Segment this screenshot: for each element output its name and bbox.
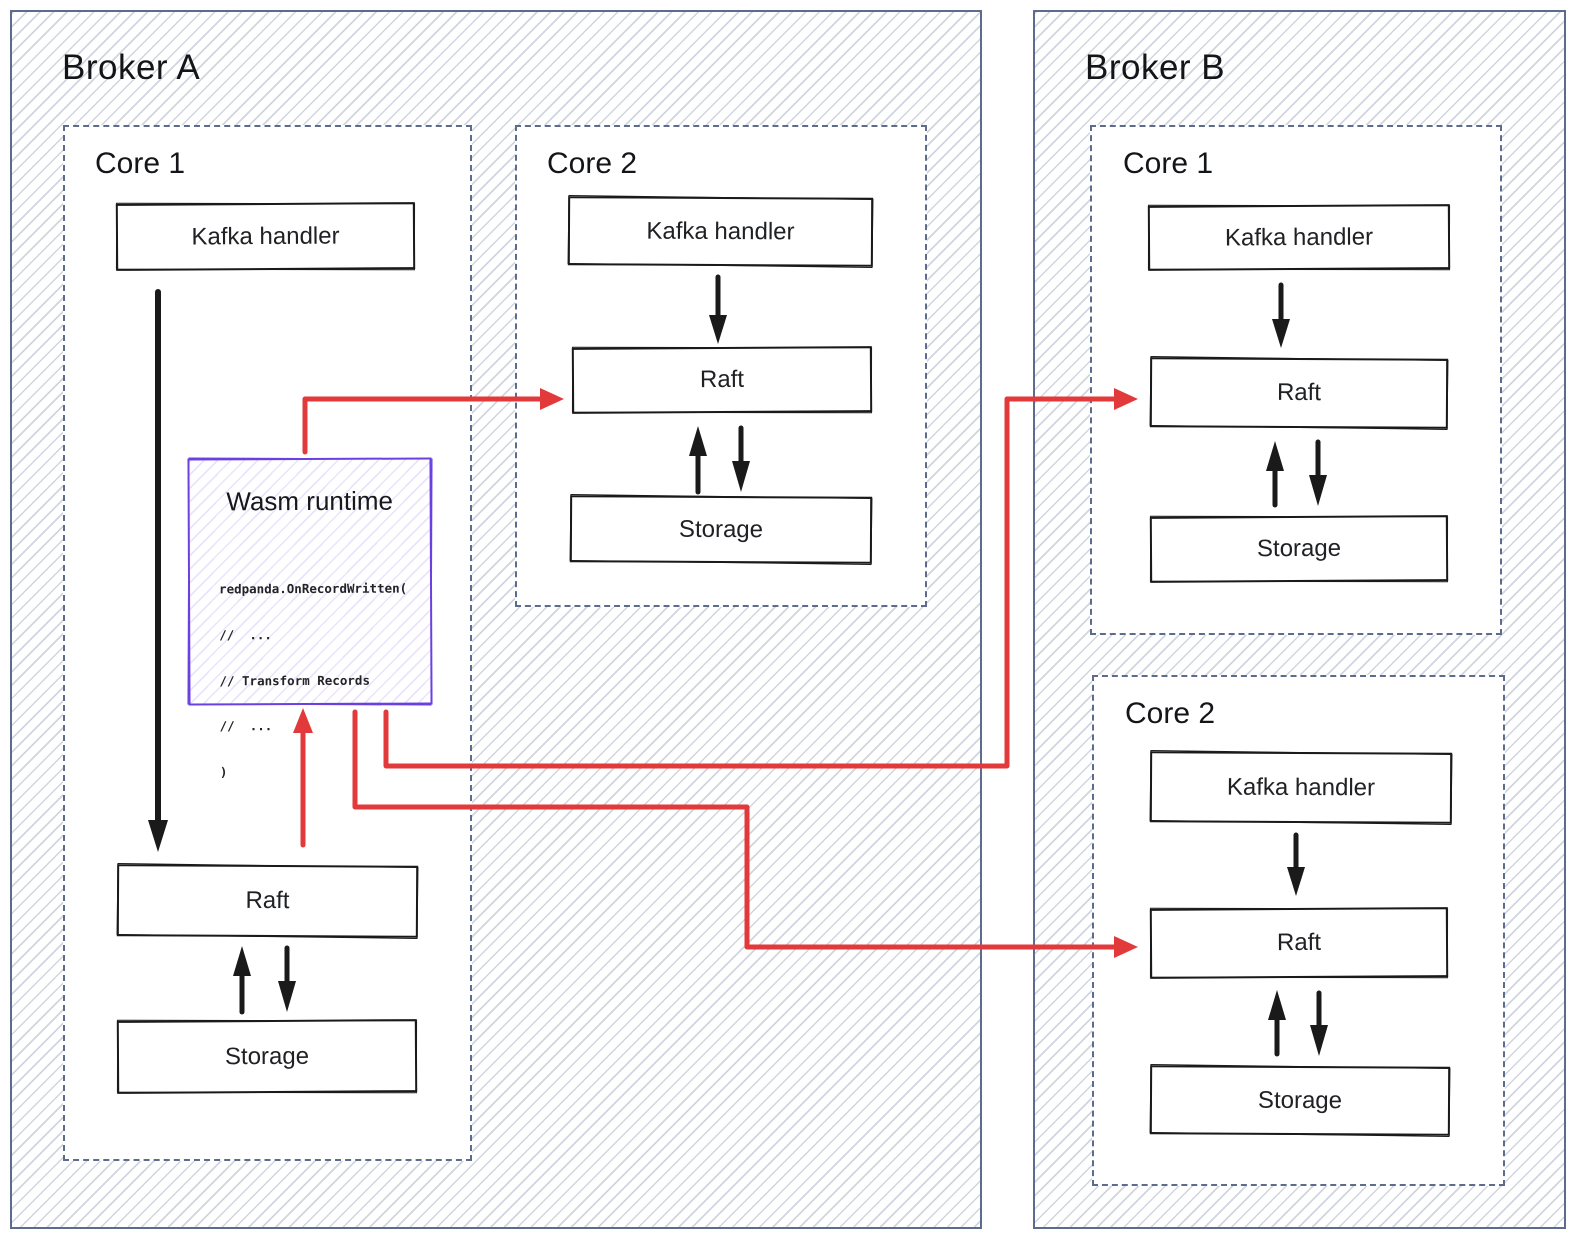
wasm-runtime-title: Wasm runtime <box>226 485 394 517</box>
node-storage-b1: Storage <box>1149 515 1449 583</box>
wasm-code-line: redpanda.OnRecordWritten( <box>219 580 408 597</box>
node-raft-b1: Raft <box>1149 357 1449 429</box>
node-kafka-handler-b1: Kafka handler <box>1147 204 1451 271</box>
wasm-code-line: // ... <box>219 718 273 734</box>
node-kafka-handler-a2-label: Kafka handler <box>646 217 795 245</box>
node-raft-a2: Raft <box>571 346 873 414</box>
broker-a-title: Broker A <box>62 48 201 87</box>
node-storage-a2: Storage <box>569 495 873 564</box>
node-storage-a2-label: Storage <box>678 515 764 543</box>
node-raft-a1: Raft <box>116 864 419 938</box>
node-kafka-handler-a2: Kafka handler <box>567 196 874 267</box>
broker-a-core-2-title: Core 2 <box>547 147 638 180</box>
broker-a-core-1-title: Core 1 <box>95 147 186 180</box>
node-raft-b1-label: Raft <box>1276 378 1322 407</box>
node-kafka-handler-a1-label: Kafka handler <box>191 222 340 250</box>
node-kafka-handler-b2: Kafka handler <box>1149 751 1453 824</box>
node-storage-a1: Storage <box>116 1019 418 1094</box>
node-raft-a2-label: Raft <box>699 365 745 394</box>
broker-b-core-1-title: Core 1 <box>1123 147 1214 180</box>
node-raft-a1-label: Raft <box>245 886 290 915</box>
wasm-code-snippet: redpanda.OnRecordWritten( // ... // Tran… <box>219 551 408 810</box>
node-kafka-handler-a1: Kafka handler <box>115 202 416 271</box>
node-wasm-runtime: Wasm runtime redpanda.OnRecordWritten( /… <box>187 457 433 779</box>
wasm-code-line: // Transform Records <box>219 672 370 689</box>
wasm-code-line: // ... <box>219 627 272 643</box>
wasm-code-line: ) <box>219 764 228 780</box>
node-storage-a1-label: Storage <box>224 1042 310 1070</box>
broker-b-title: Broker B <box>1085 48 1226 87</box>
node-storage-b1-label: Storage <box>1256 534 1342 563</box>
node-kafka-handler-b2-label: Kafka handler <box>1226 773 1376 801</box>
node-storage-b2-label: Storage <box>1257 1086 1343 1114</box>
node-raft-b2-label: Raft <box>1276 928 1322 957</box>
broker-b-core-2-title: Core 2 <box>1125 697 1216 730</box>
node-storage-b2: Storage <box>1149 1065 1451 1136</box>
node-raft-b2: Raft <box>1149 907 1449 979</box>
node-kafka-handler-b1-label: Kafka handler <box>1224 223 1374 251</box>
